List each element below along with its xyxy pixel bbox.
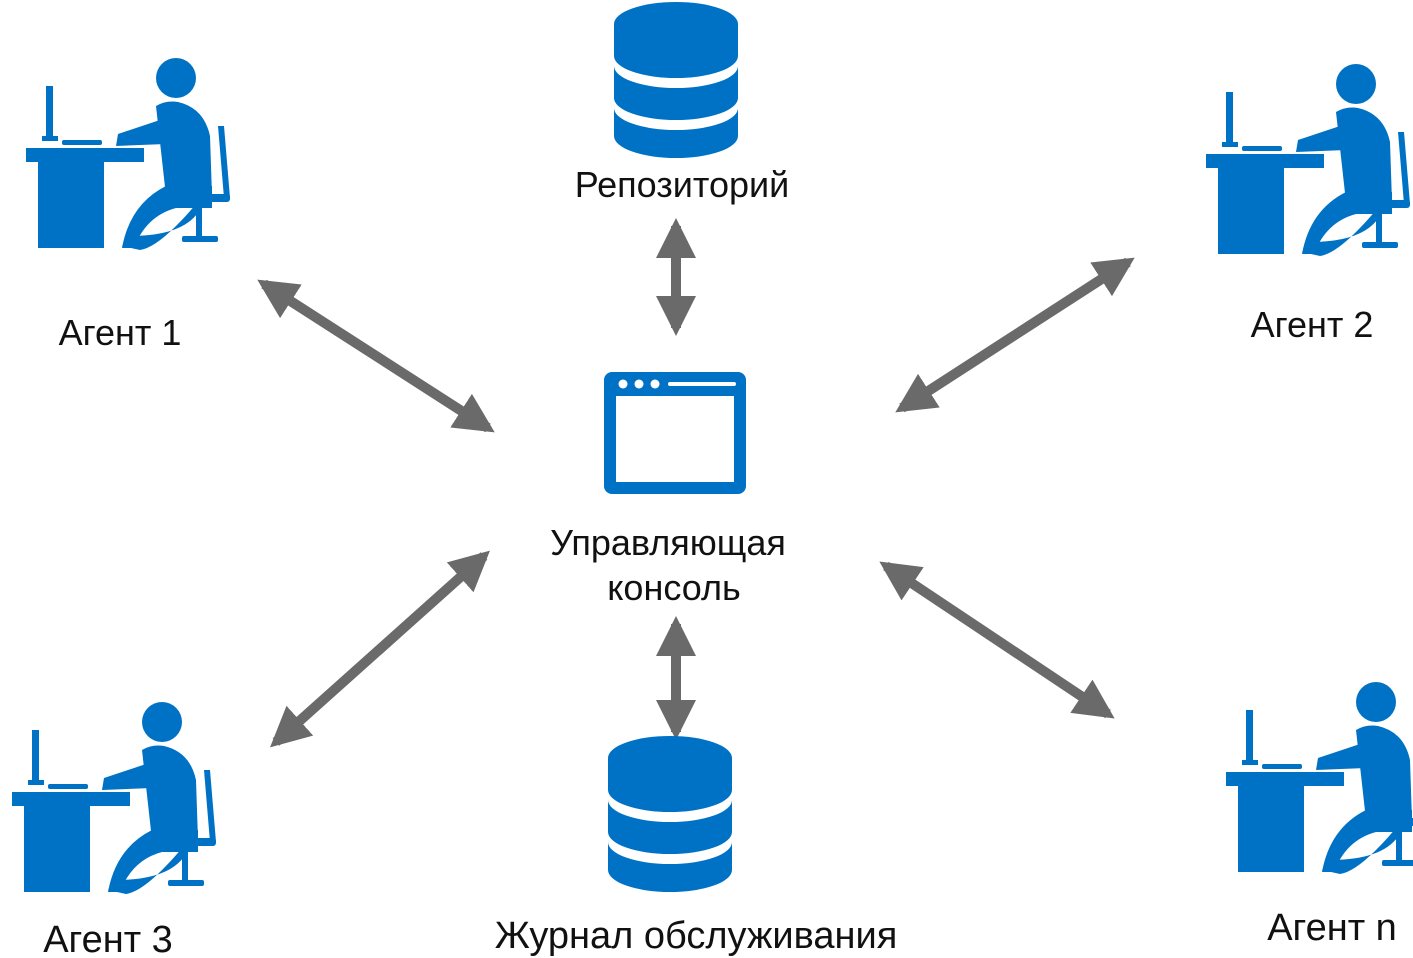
agent-2-label: Агент 2 [1251, 304, 1374, 345]
person-at-desk-icon [1226, 682, 1413, 874]
person-at-desk-icon [1206, 64, 1410, 256]
browser-window-icon [604, 372, 746, 494]
service-log-label: Журнал обслуживания [495, 915, 898, 957]
agent-1-node: Агент 1 [26, 58, 230, 353]
person-at-desk-icon [12, 702, 216, 894]
arrow-console-agent-3 [270, 550, 490, 748]
agent-1-label: Агент 1 [59, 312, 182, 353]
service-log-node: Журнал обслуживания [495, 736, 898, 957]
database-icon [614, 2, 738, 158]
person-at-desk-icon [26, 58, 230, 250]
repository-node: Репозиторий [575, 2, 790, 205]
arrow-console-agent-n [879, 561, 1115, 719]
agent-3-label: Агент 3 [43, 919, 173, 958]
database-icon [608, 736, 732, 892]
agent-3-node: Агент 3 [12, 702, 216, 958]
arrow-console-agent-1 [257, 279, 495, 433]
arrow-console-agent-2 [895, 257, 1135, 413]
console-label-line1: Управляющая [550, 522, 786, 563]
agent-2-node: Агент 2 [1206, 64, 1410, 345]
connection-arrows [257, 218, 1135, 748]
console-node: Управляющая консоль [550, 372, 786, 608]
console-label-line2: консоль [607, 567, 740, 608]
agent-n-node: Агент n [1226, 682, 1413, 949]
agent-n-label: Агент n [1267, 907, 1397, 949]
repository-label: Репозиторий [575, 164, 790, 205]
